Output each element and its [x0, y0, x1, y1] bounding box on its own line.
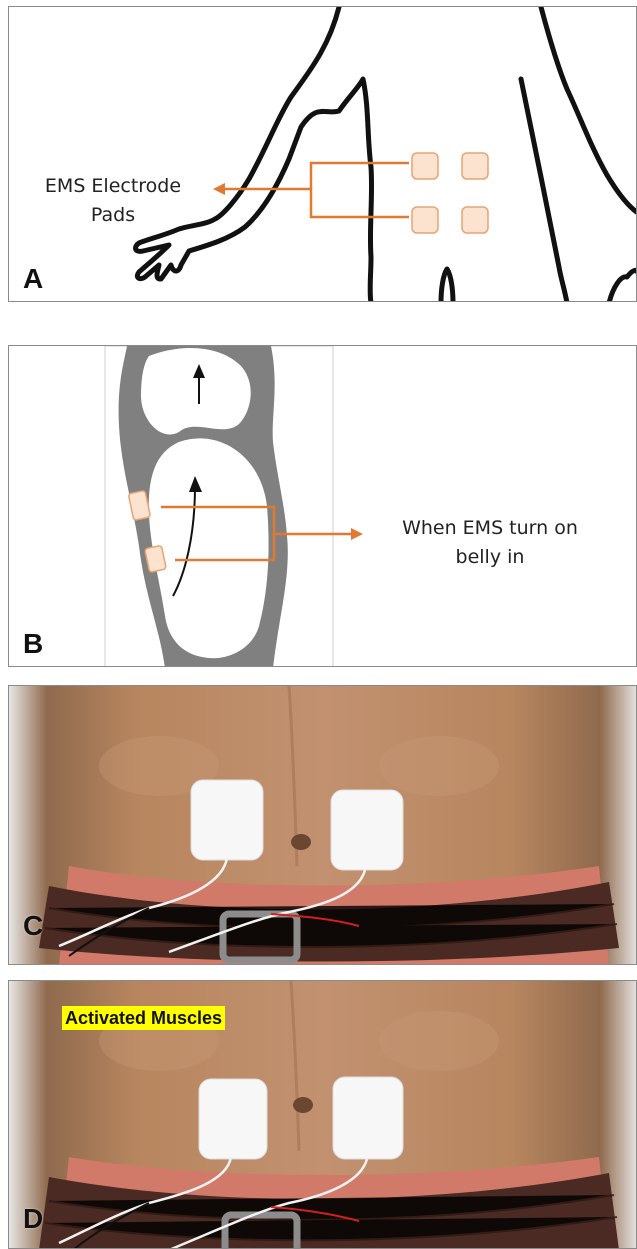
panel-a: EMS Electrode Pads A	[8, 6, 637, 302]
panel-letter-a: A	[23, 265, 43, 293]
panel-letter-b: B	[23, 630, 43, 658]
navel	[293, 1097, 313, 1113]
cross-section-diagram	[9, 346, 637, 667]
body-outline-right-inner	[521, 79, 567, 302]
body-outline-right	[541, 7, 637, 213]
panel-letter-d: D	[23, 1205, 43, 1233]
panel-b: When EMS turn on belly in B	[8, 345, 637, 667]
electrode-pad	[412, 153, 438, 179]
panel-letter-c: C	[23, 912, 43, 940]
activated-muscles-tag: Activated Muscles	[62, 1006, 225, 1030]
electrode-pads-label: EMS Electrode Pads	[23, 172, 203, 230]
pointer-arrow	[221, 163, 409, 217]
electrode-pad	[462, 153, 488, 179]
panel-d-photo: Activated Muscles D	[8, 980, 637, 1249]
body-outline-left	[136, 7, 372, 302]
electrode-pads	[412, 153, 488, 233]
electrode-pad	[191, 780, 263, 860]
arrow-head	[213, 183, 225, 195]
right-hand	[609, 270, 637, 302]
panel-c-photo: C	[8, 685, 637, 965]
body-outline-diagram	[9, 7, 637, 302]
electrode-pad	[462, 207, 488, 233]
electrode-pad	[331, 790, 403, 870]
arrow-head	[351, 528, 363, 540]
electrode-pad	[199, 1079, 267, 1159]
belly-in-label: When EMS turn on belly in	[365, 514, 615, 572]
leg-gap	[441, 269, 453, 302]
abdomen-photo	[9, 686, 637, 965]
navel	[291, 834, 311, 850]
electrode-pad	[333, 1077, 403, 1159]
electrode-pad	[412, 207, 438, 233]
upper-cavity	[141, 348, 251, 435]
